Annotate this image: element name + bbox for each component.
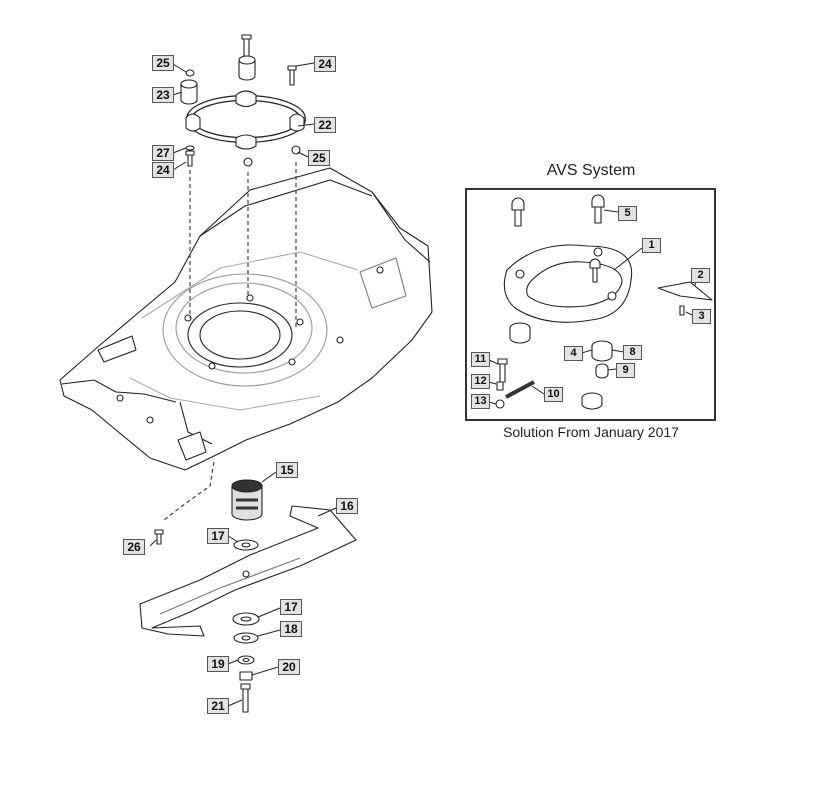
callout-24-top: 24 — [314, 56, 336, 72]
callout-21: 21 — [207, 698, 229, 714]
callout-19: 19 — [207, 656, 229, 672]
avs-inset-parts — [495, 194, 713, 410]
callout-18: 18 — [280, 621, 302, 637]
callout-22: 22 — [314, 117, 336, 133]
callout-11: 11 — [471, 352, 490, 367]
mower-deck-housing — [59, 167, 433, 471]
callout-25-right: 25 — [308, 150, 330, 166]
callout-5: 5 — [618, 206, 637, 221]
callout-15: 15 — [276, 462, 298, 478]
assembly-guide-lines — [163, 162, 297, 521]
avs-inset-frame — [465, 188, 716, 421]
callout-1: 1 — [642, 238, 661, 253]
callout-13: 13 — [471, 394, 490, 409]
callout-3: 3 — [692, 309, 711, 324]
avs-caption: Solution From January 2017 — [503, 424, 679, 440]
blade-assembly — [139, 479, 357, 713]
callout-17-upper: 17 — [207, 528, 229, 544]
avs-ring-assembly — [180, 34, 306, 167]
callout-10: 10 — [544, 387, 563, 402]
callout-8: 8 — [623, 345, 642, 360]
callout-27: 27 — [152, 145, 174, 161]
callout-26: 26 — [123, 539, 145, 555]
callout-12: 12 — [471, 374, 490, 389]
callout-17-lower: 17 — [280, 599, 302, 615]
callout-2: 2 — [691, 268, 710, 283]
avs-title: AVS System — [546, 162, 636, 179]
callout-24-left: 24 — [152, 162, 174, 178]
callout-9: 9 — [616, 363, 635, 378]
callout-23: 23 — [152, 87, 174, 103]
callout-25-top: 25 — [152, 55, 174, 71]
callout-20: 20 — [278, 659, 300, 675]
callout-16: 16 — [336, 498, 358, 514]
callout-4: 4 — [564, 346, 583, 361]
